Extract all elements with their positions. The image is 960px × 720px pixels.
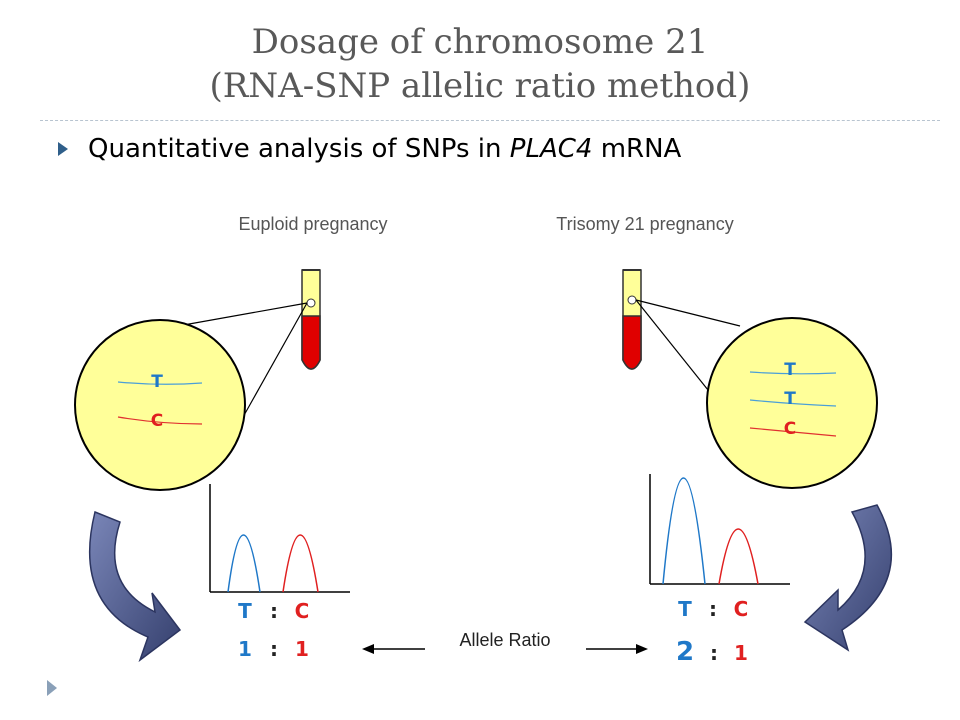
zoom-line <box>237 302 308 427</box>
trisomy-ratio-value-colon: : <box>710 641 718 665</box>
euploid-ratio-value-c: 1 <box>295 637 309 661</box>
trisomy-allele-t2: T <box>784 389 796 409</box>
trisomy-peak-plot <box>649 474 790 585</box>
euploid-ratio-value-colon: : <box>270 637 278 661</box>
title-line-2: (RNA-SNP allelic ratio method) <box>209 66 751 106</box>
bullet-point: Quantitative analysis of SNPs in PLAC4 m… <box>58 134 681 164</box>
c-peak <box>282 534 319 593</box>
zoom-line <box>177 302 308 327</box>
test-tube-icon <box>622 269 642 370</box>
t-peak <box>227 534 261 593</box>
bullet-text: Quantitative analysis of SNPs in PLAC4 m… <box>88 134 681 164</box>
slide-title: Dosage of chromosome 21 (RNA-SNP allelic… <box>0 20 960 108</box>
bullet-gene: PLAC4 <box>509 134 593 164</box>
euploid-peak-plot <box>209 484 350 593</box>
t-strand <box>117 381 203 385</box>
trisomy-ratio-value-t: 2 <box>676 637 694 667</box>
trisomy-label: Trisomy 21 pregnancy <box>556 214 733 234</box>
bullet-arrow-icon <box>58 142 68 156</box>
title-line-1: Dosage of chromosome 21 <box>251 22 709 62</box>
t-strand <box>749 399 837 407</box>
bullet-prefix: Quantitative analysis of SNPs in <box>88 134 502 164</box>
euploid-cell <box>74 319 246 491</box>
footer-bullet-icon <box>47 680 57 696</box>
title-divider <box>40 120 940 121</box>
t-strand <box>749 371 837 375</box>
euploid-ratio-t: T <box>238 599 252 623</box>
trisomy-ratio-colon: : <box>709 597 717 621</box>
trisomy-allele-c: C <box>784 419 796 439</box>
t-peak <box>662 477 706 585</box>
c-peak <box>718 528 759 585</box>
trisomy-allele-t1: T <box>784 360 796 380</box>
euploid-allele-t: T <box>151 372 163 392</box>
euploid-allele-c: C <box>151 411 163 431</box>
trisomy-ratio-t: T <box>678 597 692 621</box>
trisomy-ratio-value-c: 1 <box>734 641 748 665</box>
curved-arrow-icon <box>803 504 892 652</box>
allele-ratio-arrows <box>362 644 648 654</box>
c-strand <box>749 427 837 437</box>
c-strand <box>117 416 203 425</box>
curved-arrow-icon <box>88 510 182 663</box>
zoom-line <box>635 299 741 327</box>
test-tube-icon <box>301 269 321 370</box>
euploid-ratio-value-t: 1 <box>238 637 252 661</box>
bullet-suffix: mRNA <box>600 134 682 164</box>
allele-ratio-label: Allele Ratio <box>459 630 550 650</box>
euploid-ratio-c: C <box>295 599 310 623</box>
euploid-label: Euploid pregnancy <box>238 214 387 234</box>
trisomy-ratio-c: C <box>734 597 749 621</box>
euploid-ratio-colon: : <box>270 599 278 623</box>
